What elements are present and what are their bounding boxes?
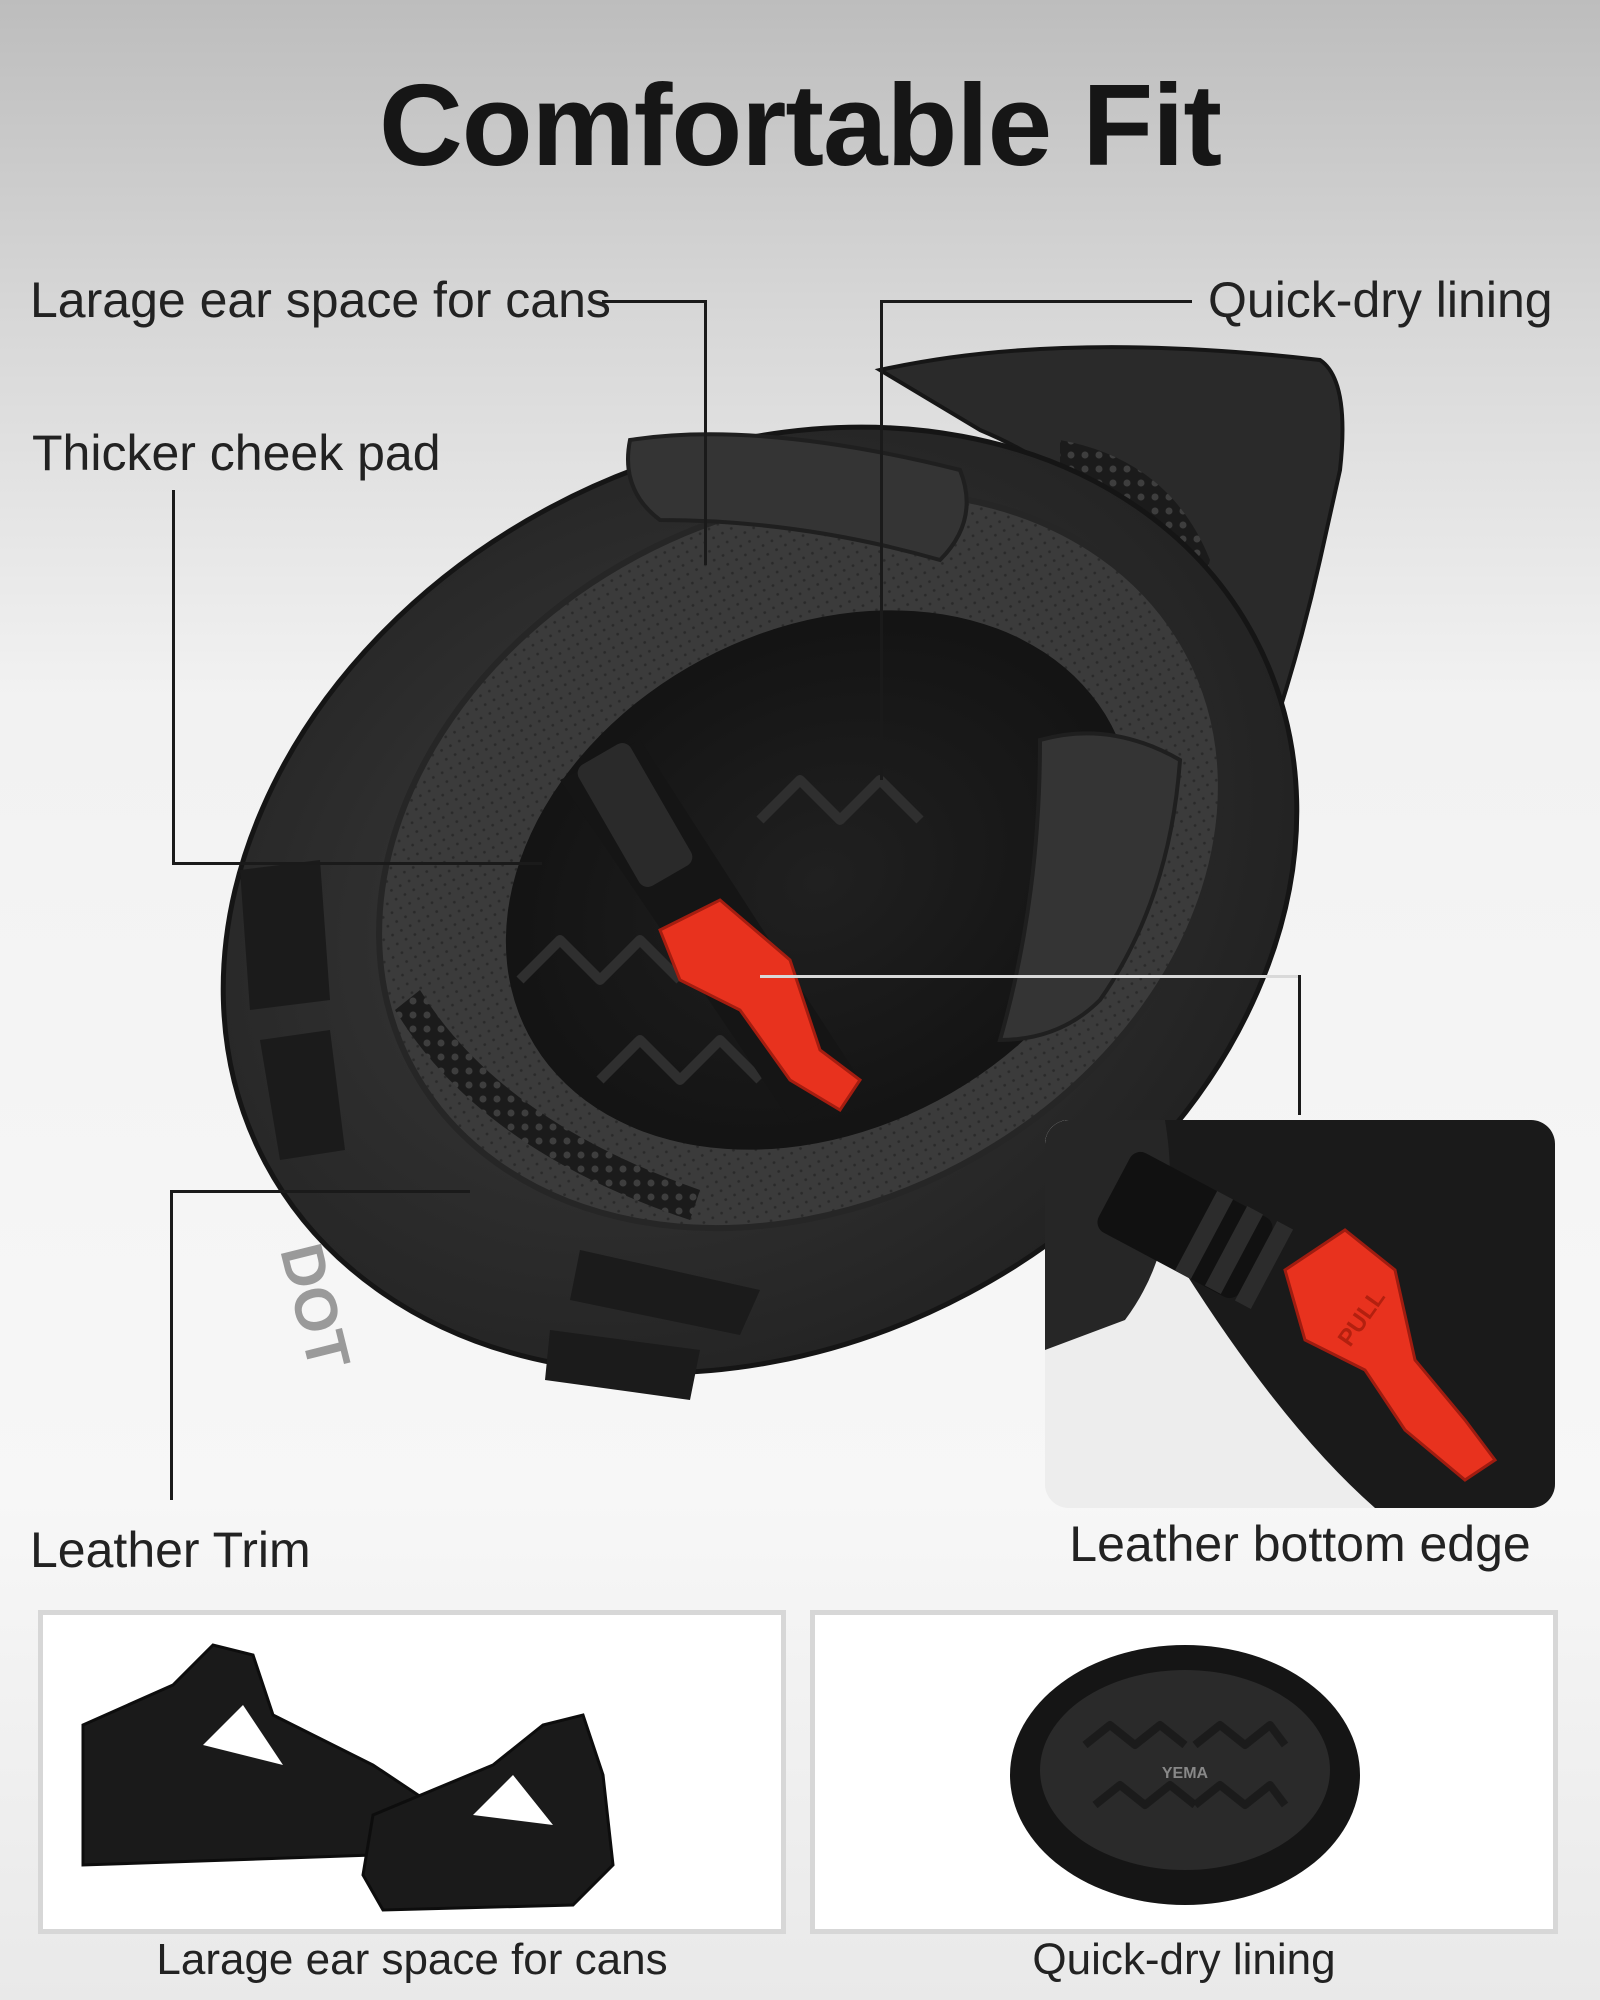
buckle-closeup-image: PULL [1045, 1120, 1555, 1508]
buckle-closeup-inset: PULL [1045, 1120, 1555, 1508]
callout-ear-space: Larage ear space for cans [30, 272, 611, 328]
leader-quick-dry-h [880, 300, 1192, 303]
leader-trim-h [170, 1190, 470, 1193]
cheek-pads-panel [38, 1610, 786, 1934]
panel-label-quick-dry: Quick-dry lining [1032, 1935, 1336, 1984]
callout-leather-trim: Leather Trim [30, 1522, 311, 1578]
leader-cheek-pad-v [172, 490, 175, 865]
leader-ear-space-h [602, 300, 706, 303]
liner-yema-logo: YEMA [1162, 1765, 1209, 1782]
leader-bottom-edge-h [760, 975, 1300, 978]
cheek-pads-image [81, 1643, 615, 1912]
leader-ear-space-v [704, 300, 707, 565]
leader-bottom-edge-v [1298, 975, 1301, 1115]
leader-quick-dry-v [880, 300, 883, 780]
inset-label-bottom-edge: Leather bottom edge [1069, 1516, 1531, 1572]
callout-quick-dry: Quick-dry lining [1208, 272, 1553, 328]
callout-cheek-pad: Thicker cheek pad [32, 425, 441, 481]
leader-trim-v [170, 1190, 173, 1500]
leader-cheek-pad-h [172, 862, 542, 865]
page-title: Comfortable Fit [378, 60, 1222, 190]
panel-label-ear-space: Larage ear space for cans [156, 1935, 668, 1984]
liner-panel: YEMA [810, 1610, 1558, 1934]
liner-image: YEMA [1010, 1645, 1360, 1905]
